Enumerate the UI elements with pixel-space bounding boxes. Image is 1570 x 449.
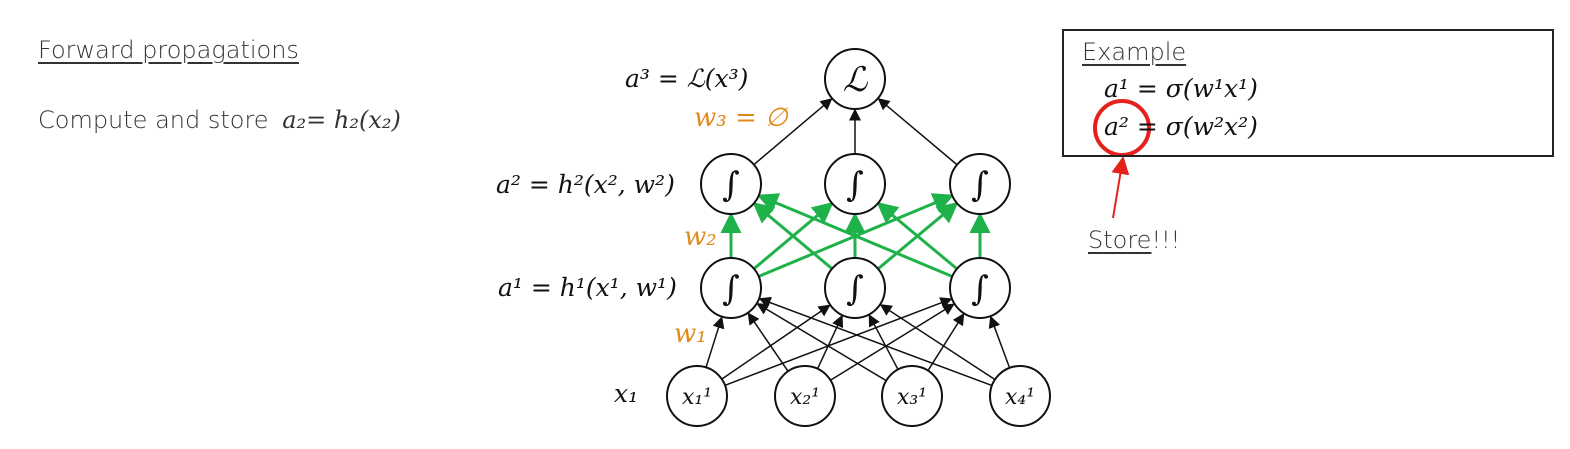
store-arrow <box>1111 156 1130 219</box>
store-note: Store!!! <box>1088 226 1180 254</box>
layer2-node: ∫ <box>824 153 886 215</box>
w3-label: w₃ = ∅ <box>694 103 789 133</box>
input-node: x₄¹ <box>989 365 1051 427</box>
layer2-node-text: ∫ <box>846 165 864 205</box>
section-title: Forward propagations <box>38 36 299 64</box>
layer1-node-text: ∫ <box>722 269 740 309</box>
input-edge <box>756 303 889 383</box>
input-edge <box>704 316 725 370</box>
input-node: x₃¹ <box>881 365 943 427</box>
loss-edge <box>877 97 960 167</box>
loss-label: a³ = ℒ(x³) <box>625 64 748 93</box>
input-edge <box>879 304 997 382</box>
input-edges <box>704 296 1011 387</box>
layer2-node-text: ∫ <box>971 165 989 205</box>
input-node-text: x₄¹ <box>1005 385 1035 410</box>
compute-formula: a₂= h₂(x₂) <box>282 106 401 134</box>
example-line-2: a² = σ(w²x²) <box>1104 112 1258 141</box>
w1-label: w₁ <box>674 319 707 349</box>
input-node: x₂¹ <box>774 365 836 427</box>
example-title: Example <box>1082 38 1187 66</box>
example-box <box>1062 29 1554 157</box>
input-edge <box>816 314 844 371</box>
input-edge <box>722 297 953 387</box>
w2-label: w₂ <box>684 222 717 252</box>
layer2-edge <box>752 201 835 272</box>
loss-edges <box>751 97 960 167</box>
layer1-label: a¹ = h¹(x¹, w¹) <box>498 273 677 302</box>
loss-node: ℒ <box>824 48 886 110</box>
input-label: x₁ <box>614 379 638 408</box>
example-line-1: a¹ = σ(w¹x¹) <box>1104 74 1258 103</box>
loss-edge <box>751 98 833 167</box>
input-edge <box>988 315 1011 371</box>
layer2-node-text: ∫ <box>722 165 740 205</box>
input-edge <box>868 314 900 372</box>
layer2-edge <box>756 193 955 279</box>
nodes: ℒ ∫ ∫ ∫ ∫ ∫ ∫ x₁¹ x₂¹ x₃¹ x₄¹ <box>666 48 1051 427</box>
store-suffix: !!! <box>1151 226 1181 254</box>
input-node-text: x₁¹ <box>682 385 712 410</box>
layer1-node-text: ∫ <box>846 269 864 309</box>
layer2-edges <box>720 193 991 279</box>
store-word: Store <box>1088 226 1152 254</box>
input-node: x₁¹ <box>666 365 728 427</box>
input-edge <box>828 303 955 382</box>
layer2-label: a² = h²(x², w²) <box>496 170 675 199</box>
compute-text: Compute and store <box>38 106 269 134</box>
loss-node-text: ℒ <box>843 60 869 100</box>
layer2-node: ∫ <box>700 153 762 215</box>
input-edge <box>747 312 790 374</box>
layer1-node: ∫ <box>824 257 886 319</box>
input-edge <box>758 296 995 387</box>
compute-line: Compute and store a₂= h₂(x₂) <box>38 106 401 134</box>
layer2-edge <box>876 201 960 272</box>
layer1-node: ∫ <box>949 257 1011 319</box>
layer1-node-text: ∫ <box>971 269 989 309</box>
input-node-text: x₂¹ <box>790 385 820 410</box>
layer1-node: ∫ <box>700 257 762 319</box>
input-node-text: x₃¹ <box>897 385 927 410</box>
input-edge <box>926 312 965 373</box>
layer2-node: ∫ <box>949 153 1011 215</box>
